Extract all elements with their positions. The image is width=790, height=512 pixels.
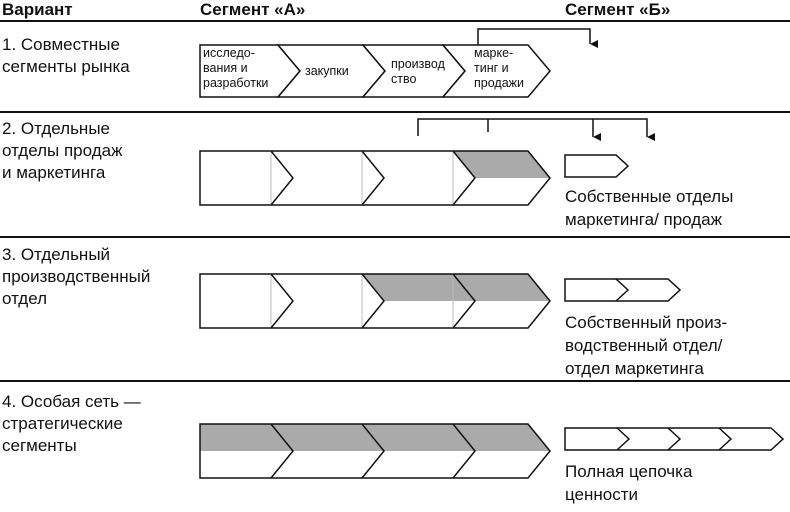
header-segment-a: Сегмент «А» (200, 0, 306, 19)
row-4-label: 4. Особая сеть — стратегические сегменты (2, 391, 141, 457)
row-1-label: 1. Совместные сегменты рынка (2, 34, 130, 78)
row-4-caption-line: ценности (565, 485, 639, 504)
row-3-caption-line: Собственный произ- (565, 313, 728, 332)
row-2-caption-line: Собственные отделы (565, 187, 734, 206)
row-separator (0, 111, 790, 113)
row-1-label-line: 1. Совместные (2, 35, 120, 54)
segment-b-own-chain (564, 427, 785, 451)
chain-chevron (718, 427, 733, 451)
chain-step-purchasing-label: закупки (305, 64, 349, 78)
row-3-caption-line: отдел маркетинга (565, 359, 704, 378)
chain-outline (199, 423, 551, 479)
chain-outline (199, 273, 551, 329)
chain-step-marketing-label: марке- тинг и продажи (474, 46, 524, 90)
header-separator (0, 20, 790, 22)
chain-step-rnd-label: исследо- вания и разработки (203, 46, 268, 90)
chain-chevron (270, 423, 294, 479)
chain-chevron (361, 423, 385, 479)
row-4-label-line: 4. Особая сеть — (2, 392, 141, 411)
row-separator (0, 236, 790, 238)
row-2-caption-line: маркетинга/ продаж (565, 210, 723, 229)
row-1-label-line: сегменты рынка (2, 57, 130, 76)
row-1-value-chain: исследо- вания и разработки закупки прои… (199, 28, 598, 98)
row-4-caption-line: Полная цепочка (565, 462, 693, 481)
row-4-caption: Полная цепочка ценности (565, 460, 692, 506)
row-3-label-line: 3. Отдельный (2, 245, 111, 264)
chain-chevron (615, 278, 630, 302)
row-3-caption-line: водственный отдел/ (565, 336, 723, 355)
row-4-label-line: стратегические (2, 414, 123, 433)
row-2-label: 2. Отдельные отделы продаж и маркетинга (2, 118, 122, 184)
row-4-value-chain (199, 423, 785, 479)
row-2-label-line: и маркетинга (2, 163, 106, 182)
row-3-caption: Собственный произ- водственный отдел/ от… (565, 311, 727, 380)
shared-band (453, 151, 550, 178)
chain-chevron (270, 150, 294, 206)
chain-chevron (270, 273, 294, 329)
row-2-value-chain (199, 118, 655, 206)
row-2-caption: Собственные отделы маркетинга/ продаж (565, 185, 733, 231)
chain-chevron (452, 423, 476, 479)
connector-arrow (417, 118, 655, 141)
shared-band (200, 424, 550, 451)
chain-chevron (452, 273, 476, 329)
shared-band (362, 274, 550, 301)
chain-chevron (361, 150, 385, 206)
row-3-value-chain (199, 273, 682, 329)
segment-b-own-chain (564, 278, 682, 302)
row-3-label-line: производственный (2, 267, 151, 286)
chain-chevron (667, 427, 682, 451)
row-3-label: 3. Отдельный производственный отдел (2, 244, 150, 310)
segment-b-own-chain (564, 154, 630, 178)
chain-step-marketing (441, 44, 551, 98)
row-3-label-line: отдел (2, 289, 48, 308)
row-2-label-line: отделы продаж (2, 141, 123, 160)
chain-chevron (452, 150, 476, 206)
header-variant: Вариант (2, 0, 73, 19)
row-4-label-line: сегменты (2, 436, 77, 455)
header-segment-b: Сегмент «Б» (565, 0, 671, 19)
row-2-label-line: 2. Отдельные (2, 119, 110, 138)
chain-chevron (361, 273, 385, 329)
chain-step-production-label: производ ство (391, 57, 448, 86)
chain-chevron (616, 427, 631, 451)
connector-arrow (477, 28, 598, 48)
row-separator (0, 380, 790, 382)
chain-outline (199, 150, 551, 206)
